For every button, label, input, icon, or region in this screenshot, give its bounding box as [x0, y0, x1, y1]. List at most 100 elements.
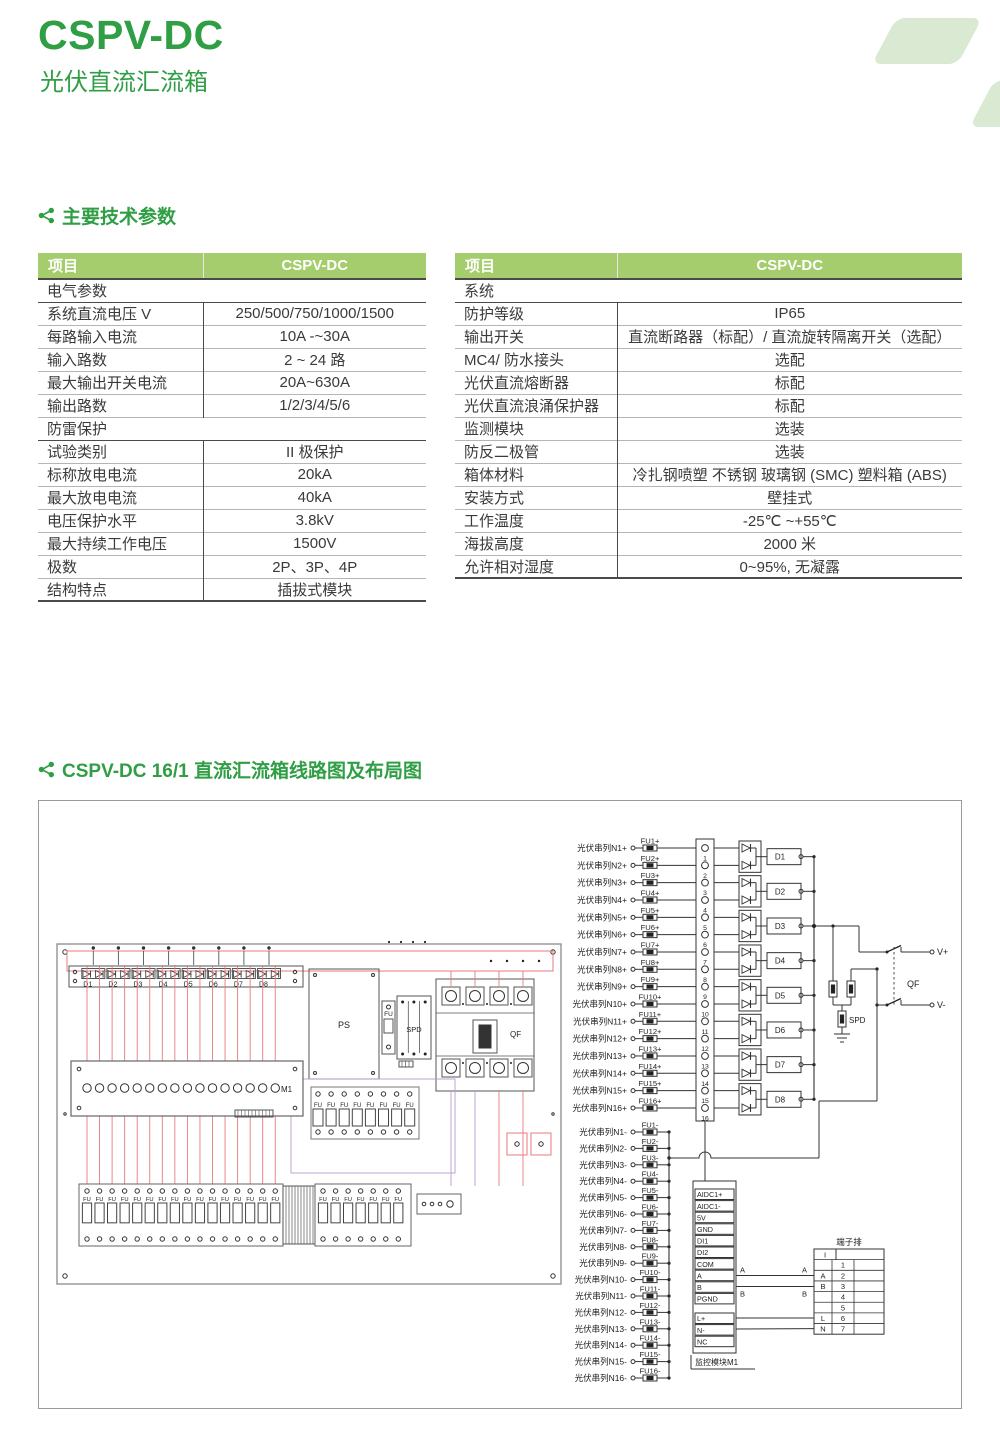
spec-row: 电压保护水平 3.8kV [38, 509, 426, 532]
pv-string-label: 光伏串列N7+ [577, 947, 627, 957]
module-pin: GND [697, 1225, 713, 1234]
pv-string-label: 光伏串列N5+ [577, 912, 627, 922]
pv-string-label: 光伏串列N5- [579, 1193, 627, 1203]
terminal-number: 11 [701, 1029, 708, 1036]
deco-parallelogram-1 [871, 18, 983, 64]
module-pin: N- [697, 1326, 705, 1335]
spec-label: 工作温度 [455, 509, 618, 532]
pv-string-label: 光伏串列N3- [579, 1160, 627, 1170]
pv-string-label: 光伏串列N13- [575, 1324, 628, 1334]
pv-string-label: 光伏串列N14+ [572, 1068, 627, 1078]
spec-value: 冷扎钢喷塑 不锈钢 玻璃钢 (SMC) 塑料箱 (ABS) [632, 467, 947, 484]
wire-label-b: B [802, 1290, 807, 1299]
spec-label: MC4/ 防水接头 [455, 348, 618, 371]
fuse-ref-label: FU5- [642, 1186, 659, 1195]
fuse-ref-label: FU16- [639, 1367, 661, 1376]
spec-label: 允许相对湿度 [455, 555, 618, 578]
spec-value: 2000 米 [763, 536, 817, 553]
pv-string-label: 光伏串列N2+ [577, 860, 627, 870]
wire-label-a: A [802, 1266, 807, 1275]
fuse-holder-label: FU [83, 1197, 91, 1203]
v-plus-label: V+ [937, 947, 948, 957]
spec-value: 选装 [774, 444, 805, 461]
section-label: 系统 [464, 283, 495, 301]
spec-label: 最大输出开关电流 [38, 371, 204, 394]
spec-row: 输出开关直流断路器（标配）/ 直流旋转隔离开关（选配） [455, 325, 962, 348]
column-header: 项目 [38, 253, 204, 279]
fuse-ref-label: FU1- [642, 1121, 659, 1130]
spec-value: 40kA [297, 489, 332, 506]
terminal-number: 2 [703, 873, 707, 880]
layout-diode-label: D2 [108, 982, 117, 989]
module-caption: 监控模块M1 [695, 1357, 739, 1367]
fuse-ref-label: FU4- [642, 1170, 659, 1179]
pv-string-label: 光伏串列N9- [579, 1258, 627, 1268]
pv-string-label: 光伏串列N15- [575, 1357, 628, 1367]
terminal-number: 6 [703, 942, 707, 949]
spec-row: 工作温度-25℃ ~+55℃ [455, 509, 962, 532]
layout-diode-label: D6 [209, 982, 218, 989]
spd-label: SPD [849, 1016, 866, 1025]
page-title: CSPV-DC [38, 12, 224, 58]
spec-label: 每路输入电流 [38, 325, 204, 348]
negative-return [667, 969, 878, 1160]
qf-breaker: QF [435, 978, 535, 1092]
share-icon [38, 207, 54, 224]
layout-diode-label: D4 [159, 982, 168, 989]
terminal-block-number: 5 [841, 1303, 845, 1312]
pv-string-label: 光伏串列N8+ [577, 964, 627, 974]
spec-value: 标配 [774, 398, 805, 415]
spec-value: 2 ~ 24 路 [284, 352, 346, 369]
spec-row: 防反二极管选装 [455, 440, 962, 463]
spd-branch: SPD [828, 924, 879, 1043]
terminal-number: 7 [703, 959, 707, 966]
page-subtitle: 光伏直流汇流箱 [40, 69, 208, 96]
terminal-number: 12 [701, 1046, 709, 1053]
fuse-holder-label: FU [406, 1103, 414, 1109]
spec-label: 电压保护水平 [38, 509, 204, 532]
terminal-block-corner: I [824, 1251, 826, 1260]
spec-value: 选装 [774, 421, 805, 438]
spec-value: 3.8kV [295, 512, 334, 529]
terminal-number: 9 [703, 994, 707, 1001]
fuse-ref-label: FU4+ [641, 888, 660, 897]
fuse-ref-label: FU12- [639, 1301, 661, 1310]
fuse-ref-label: FU12+ [638, 1027, 662, 1036]
module-pin: COM [697, 1260, 714, 1269]
module-pin: AIDC1+ [697, 1190, 722, 1199]
module-pin: L+ [697, 1314, 705, 1323]
module-pin: DI1 [697, 1237, 708, 1246]
diode-label: D8 [775, 1095, 786, 1104]
section-label: 电气参数 [47, 283, 108, 301]
terminal-block-tag: B [820, 1282, 825, 1291]
terminal-block-number: 1 [841, 1261, 845, 1270]
spec-value: 壁挂式 [767, 490, 813, 507]
section-row: 防雷保护 [38, 417, 426, 440]
layout-diode-label: D3 [134, 982, 143, 989]
diode-label: D6 [775, 1026, 786, 1035]
fuse-ref-label: FU11+ [639, 1010, 662, 1019]
column-header: 项目 [455, 253, 618, 279]
fuse-ref-label: FU7- [642, 1219, 659, 1228]
spec-value: 250/500/750/1000/1500 [235, 305, 395, 322]
pv-negative-inputs: 光伏串列N1-FU1-光伏串列N2-FU2-光伏串列N3-FU3-光伏串列N4-… [575, 1121, 671, 1383]
module-pin: PGND [697, 1295, 718, 1304]
fuse-ref-label: FU10- [639, 1268, 661, 1277]
column-header: CSPV-DC [617, 253, 962, 279]
section-heading-params-label: 主要技术参数 [62, 207, 177, 228]
fuse-holder-label: FU [327, 1103, 335, 1109]
wire-label-a: A [740, 1266, 745, 1275]
share-icon [38, 761, 54, 778]
pv-string-label: 光伏串列N16- [575, 1373, 628, 1383]
layout-diode-label: D5 [184, 982, 193, 989]
pv-string-label: 光伏串列N15+ [572, 1086, 627, 1096]
spec-value: 20kA [297, 466, 332, 483]
fuse-ref-label: FU2+ [641, 854, 660, 863]
pv-string-label: 光伏串列N9+ [577, 982, 627, 992]
spec-value: 10A -~30A [279, 328, 350, 345]
